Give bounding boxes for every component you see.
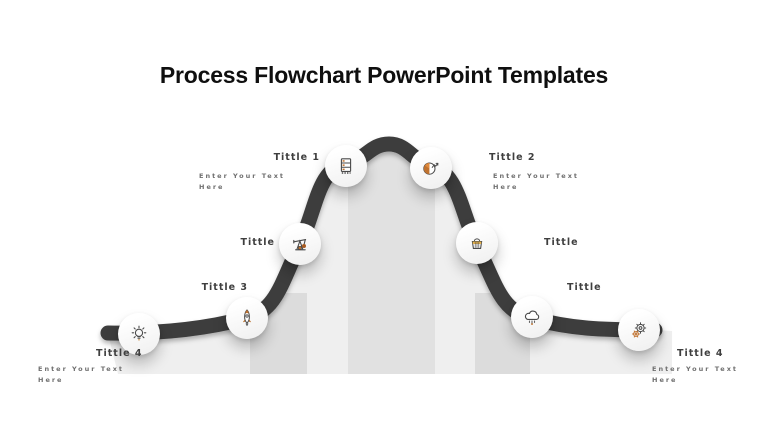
node-label-tittle-3[interactable]: Tittle 3 bbox=[201, 282, 248, 293]
node-label-tittle-2[interactable]: Tittle 2 bbox=[489, 152, 536, 163]
lightbulb-icon bbox=[128, 323, 150, 345]
node-server[interactable] bbox=[325, 145, 367, 187]
basket-icon bbox=[466, 232, 488, 254]
node-cloud[interactable] bbox=[511, 296, 553, 338]
oil-pump-icon bbox=[289, 233, 311, 255]
placeholder-text-tittle-4-right[interactable]: Enter Your Text Here bbox=[652, 365, 739, 384]
background-bar-center bbox=[348, 150, 435, 374]
gear-icon bbox=[628, 319, 650, 341]
server-icon bbox=[335, 155, 357, 177]
node-lightbulb[interactable] bbox=[118, 313, 160, 355]
node-label-tittle-4-left[interactable]: Tittle 4 bbox=[96, 348, 143, 359]
node-label-basket[interactable]: Tittle bbox=[544, 237, 579, 248]
cloud-icon bbox=[521, 306, 543, 328]
node-rocket[interactable] bbox=[226, 297, 268, 339]
node-oil-pump[interactable] bbox=[279, 223, 321, 265]
node-label-pump[interactable]: Tittle bbox=[240, 237, 275, 248]
placeholder-text-tittle-4-left[interactable]: Enter Your Text Here bbox=[38, 365, 125, 384]
node-label-tittle-1[interactable]: Tittle 1 bbox=[273, 152, 320, 163]
placeholder-text-tittle-2[interactable]: Enter Your Text Here bbox=[493, 172, 580, 191]
node-basket[interactable] bbox=[456, 222, 498, 264]
slide-title[interactable]: Process Flowchart PowerPoint Templates bbox=[159, 62, 609, 88]
node-label-tittle-4-right[interactable]: Tittle 4 bbox=[677, 348, 724, 359]
rocket-icon bbox=[236, 307, 258, 329]
placeholder-text-tittle-1[interactable]: Enter Your Text Here bbox=[199, 172, 286, 191]
node-label-cloud[interactable]: Tittle bbox=[567, 282, 602, 293]
node-gears[interactable] bbox=[618, 309, 660, 351]
node-pie-chart[interactable] bbox=[410, 147, 452, 189]
pie-chart-icon bbox=[420, 157, 442, 179]
